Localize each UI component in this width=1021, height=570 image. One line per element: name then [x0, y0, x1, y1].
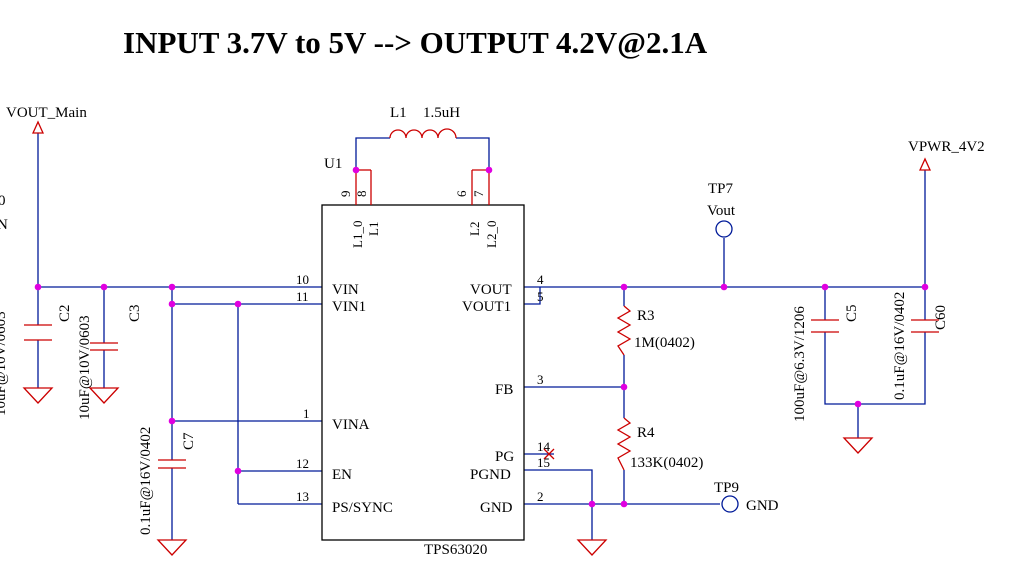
cutoff-label-mid: N: [0, 217, 8, 233]
capacitor-C3[interactable]: C3: [90, 304, 143, 351]
ic-U1[interactable]: U1 TPS63020 9 8 6 7 L1_0 L1 L2 L2_0 10 V…: [296, 156, 555, 558]
c2-value: 10uF@10V/0603: [77, 315, 93, 420]
r3-value: 1M(0402): [634, 335, 695, 351]
pin-name-VOUT: VOUT: [470, 282, 512, 298]
c5-value: 100uF@6.3V/1206: [792, 306, 808, 422]
c7-value: 0.1uF@16V/0402: [138, 427, 154, 535]
resistor-R4[interactable]: R4 133K(0402): [616, 417, 703, 471]
ground-symbols: [22, 387, 874, 556]
power-port-vpwr[interactable]: VPWR_4V2: [908, 139, 985, 171]
c3-ref: C3: [127, 304, 143, 322]
pin-num-14: 14: [537, 439, 551, 454]
testpoint-TP9[interactable]: TP9 GND: [714, 480, 779, 514]
pin-num-5: 5: [537, 289, 544, 304]
ic-part: TPS63020: [424, 542, 487, 558]
c60-value: 0.1uF@16V/0402: [892, 292, 908, 400]
no-connect-mark: [543, 448, 555, 460]
cutoff-label-top: 0: [0, 193, 6, 209]
ic-ref: U1: [324, 156, 342, 172]
pin-name-VIN: VIN: [332, 282, 359, 298]
pin-name-GND: GND: [480, 500, 513, 516]
gnd-c2: [22, 387, 54, 404]
junctions: [34, 166, 929, 508]
inductor-value: 1.5uH: [423, 105, 460, 121]
r4-ref: R4: [637, 425, 655, 441]
pin-num-8: 8: [354, 191, 369, 198]
c7-ref: C7: [181, 432, 197, 450]
c2-ref: C2: [57, 304, 73, 322]
resistor-R3[interactable]: R3 1M(0402): [616, 305, 695, 356]
pin-name-VOUT1: VOUT1: [462, 299, 511, 315]
gnd-c3: [88, 387, 120, 404]
r4-value: 133K(0402): [630, 455, 703, 471]
pin-name-FB: FB: [495, 382, 513, 398]
capacitor-C60[interactable]: C60 0.1uF@16V/0402: [892, 292, 949, 400]
gnd-c7: [156, 539, 188, 556]
pin-num-3: 3: [537, 372, 544, 387]
pin-name-L1: L1: [366, 222, 381, 236]
tp7-ref: TP7: [708, 181, 734, 197]
inductor-ref: L1: [390, 105, 407, 121]
pin-num-2: 2: [537, 489, 544, 504]
c60-ref: C60: [933, 305, 949, 330]
pin-name-L2: L2: [467, 222, 482, 236]
pin-num-7: 7: [471, 190, 486, 197]
pin-name-VIN1: VIN1: [332, 299, 366, 315]
testpoint-TP7[interactable]: TP7 Vout: [707, 181, 736, 238]
pin-num-11: 11: [296, 289, 309, 304]
tp7-net: Vout: [707, 203, 736, 219]
capacitor-C7[interactable]: C7 0.1uF@16V/0402: [138, 427, 197, 535]
gnd-out: [842, 437, 874, 454]
c5-ref: C5: [844, 304, 860, 322]
pin-num-12: 12: [296, 456, 309, 471]
pin-name-PGND: PGND: [470, 467, 511, 483]
pin-num-6: 6: [454, 190, 469, 197]
inductor-L1[interactable]: L1 1.5uH: [389, 105, 460, 139]
gnd-ic: [576, 539, 608, 556]
pin-num-10: 10: [296, 272, 309, 287]
vpwr-label: VPWR_4V2: [908, 139, 985, 155]
capacitor-C2[interactable]: C2 10uF@10V/0603: [24, 304, 93, 420]
pin-num-13: 13: [296, 489, 309, 504]
vout-main-label: VOUT_Main: [6, 105, 87, 121]
r3-ref: R3: [637, 308, 655, 324]
tp9-ref: TP9: [714, 480, 739, 496]
pin-name-VINA: VINA: [332, 417, 370, 433]
pin-name-L2_0: L2_0: [484, 221, 499, 248]
pin-num-4: 4: [537, 272, 544, 287]
tp9-net: GND: [746, 498, 779, 514]
pin-name-L1_0: L1_0: [350, 221, 365, 248]
schematic-title: INPUT 3.7V to 5V --> OUTPUT 4.2V@2.1A: [123, 25, 708, 60]
cutoff-cap-value: 10uF@10V/0603: [0, 311, 9, 416]
pin-name-EN: EN: [332, 467, 352, 483]
pin-num-9: 9: [338, 191, 353, 198]
pin-num-1: 1: [303, 406, 310, 421]
pin-name-PS-SYNC: PS/SYNC: [332, 500, 393, 516]
power-port-vout-main[interactable]: VOUT_Main: [6, 105, 87, 134]
capacitor-C5[interactable]: C5 100uF@6.3V/1206: [792, 304, 860, 422]
pin-name-PG: PG: [495, 449, 514, 465]
pin-num-15: 15: [537, 455, 550, 470]
ic-body: [321, 204, 525, 541]
